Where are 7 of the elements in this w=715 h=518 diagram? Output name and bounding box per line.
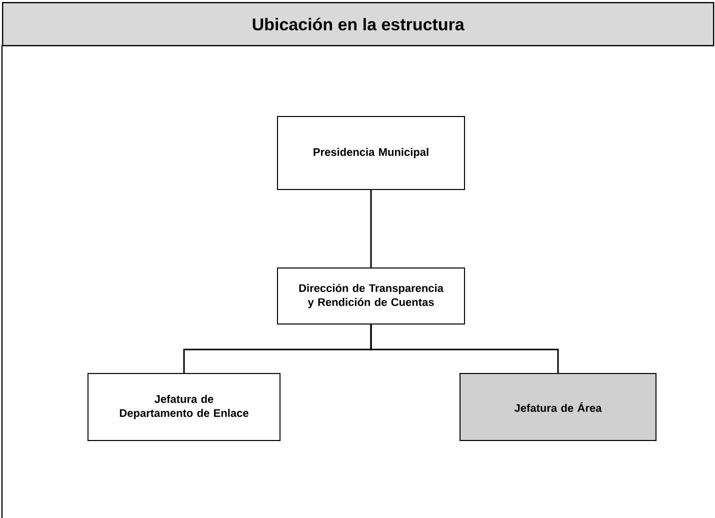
org-box: Jefatura de Departamento de Enlace	[88, 373, 280, 441]
org-box: Jefatura de Área	[460, 373, 656, 441]
title-band: Ubicación en la estructura	[2, 2, 714, 46]
org-box: Presidencia Municipal	[277, 116, 465, 190]
connector-line	[370, 324, 559, 373]
connector-line	[370, 190, 372, 268]
org-box: Dirección de Transparencia y Rendición de Cuentas	[277, 268, 465, 324]
